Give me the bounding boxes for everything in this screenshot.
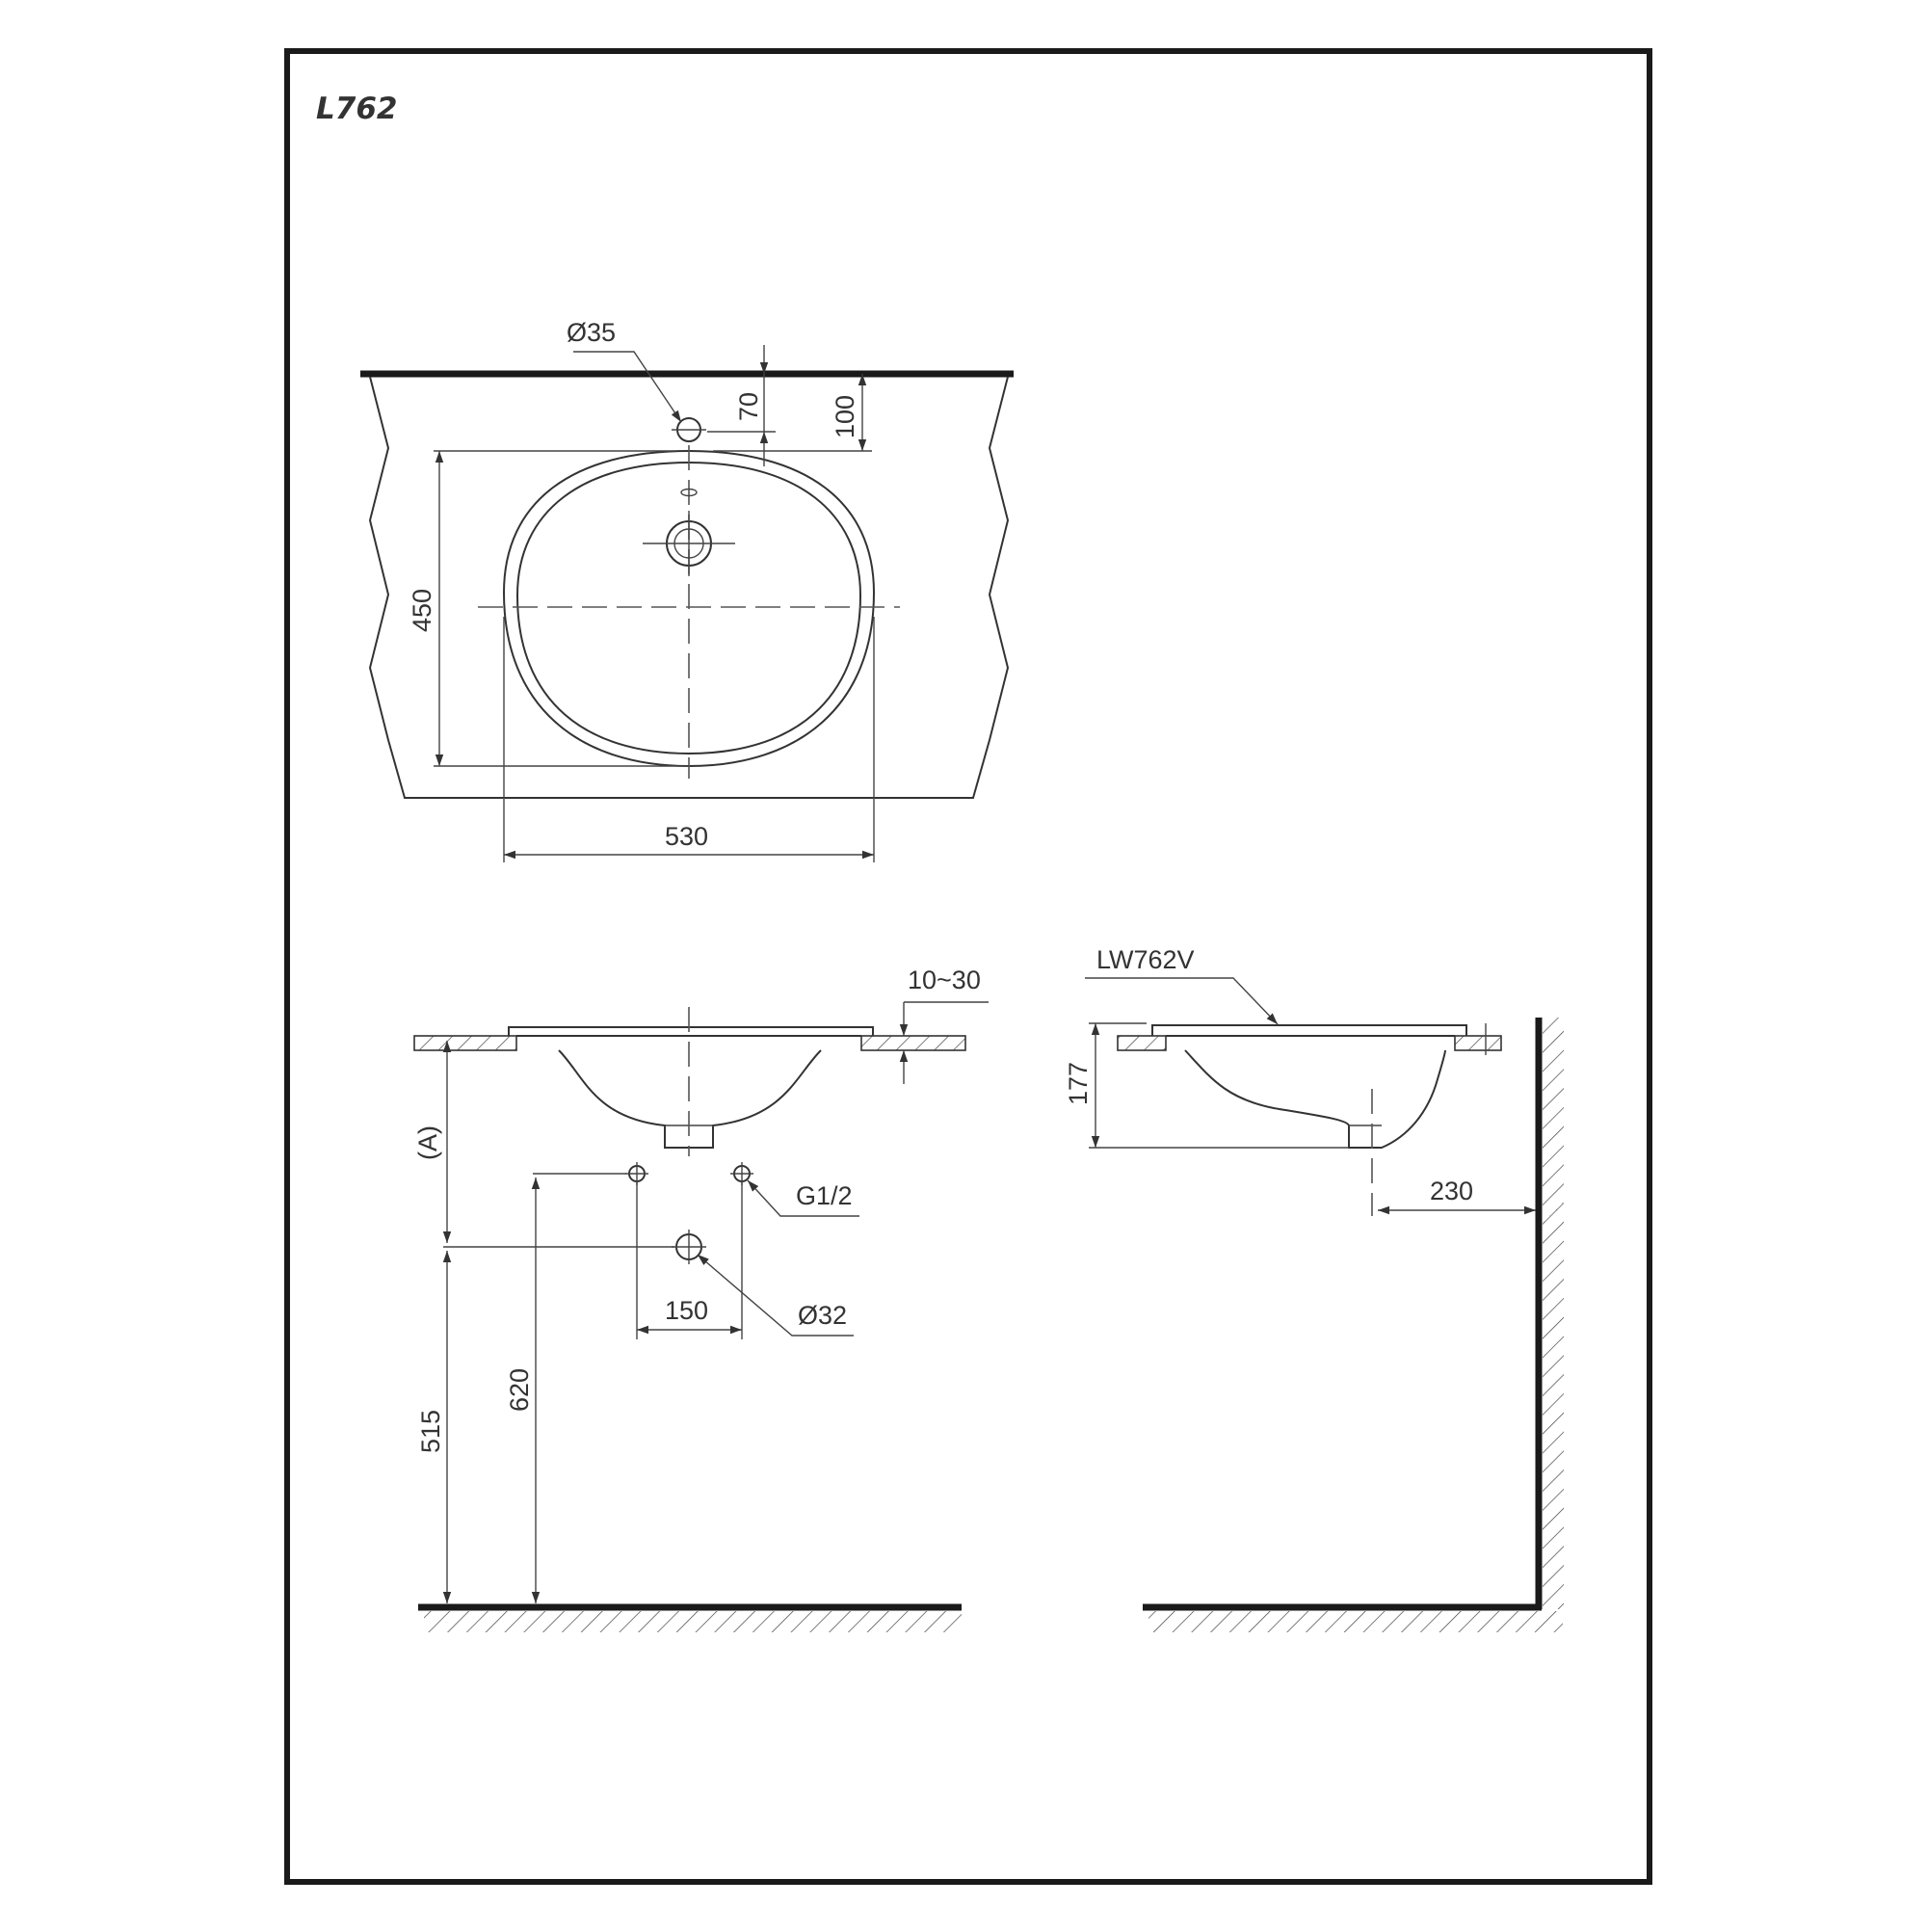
side-counter-section-left xyxy=(1117,1035,1167,1051)
front-view: 10~30 G1/2 Ø32 150 (A) 515 620 xyxy=(413,966,989,1632)
dim-counter-thickness: 10~30 xyxy=(908,966,981,994)
counter-section-left xyxy=(413,1035,517,1051)
waste-label: Ø32 xyxy=(798,1301,847,1330)
dim-150: 150 xyxy=(665,1296,708,1325)
side-counter-section-right xyxy=(1454,1035,1502,1051)
counter-outline xyxy=(368,376,1010,799)
basin-bowl-profile xyxy=(558,1049,822,1149)
basin-rim-profile xyxy=(508,1026,874,1036)
basin-bowl xyxy=(515,461,862,755)
dim-70: 70 xyxy=(734,392,763,421)
top-view: Ø35 70 100 450 530 xyxy=(360,318,1014,862)
dim-230: 230 xyxy=(1430,1177,1473,1205)
supply-leader xyxy=(747,1179,859,1217)
wall-hatch-side xyxy=(1543,1018,1564,1609)
model-title: L762 xyxy=(316,92,397,126)
tap-hole-label: Ø35 xyxy=(567,318,616,347)
floor-hatch-side xyxy=(1148,1611,1563,1632)
counter-section-right xyxy=(860,1035,966,1051)
supply-label: G1/2 xyxy=(796,1181,853,1210)
dim-530: 530 xyxy=(665,822,708,851)
dim-a: (A) xyxy=(413,1125,442,1160)
dim-515: 515 xyxy=(416,1410,445,1453)
dim-450: 450 xyxy=(408,589,436,632)
dim-177: 177 xyxy=(1064,1062,1093,1105)
side-view: LW762V 177 230 xyxy=(1064,945,1564,1632)
floor-hatch-front xyxy=(424,1611,962,1632)
sheet-frame xyxy=(284,48,1652,1885)
side-basin-bowl xyxy=(1184,1049,1446,1149)
part-leader xyxy=(1085,977,1279,1025)
side-basin-rim xyxy=(1151,1024,1467,1036)
dim-100: 100 xyxy=(831,395,859,438)
part-label: LW762V xyxy=(1096,945,1195,974)
dim-620: 620 xyxy=(505,1368,534,1412)
overflow-slot xyxy=(680,488,698,497)
waste-leader xyxy=(697,1254,854,1337)
tap-hole-leader xyxy=(573,351,682,423)
